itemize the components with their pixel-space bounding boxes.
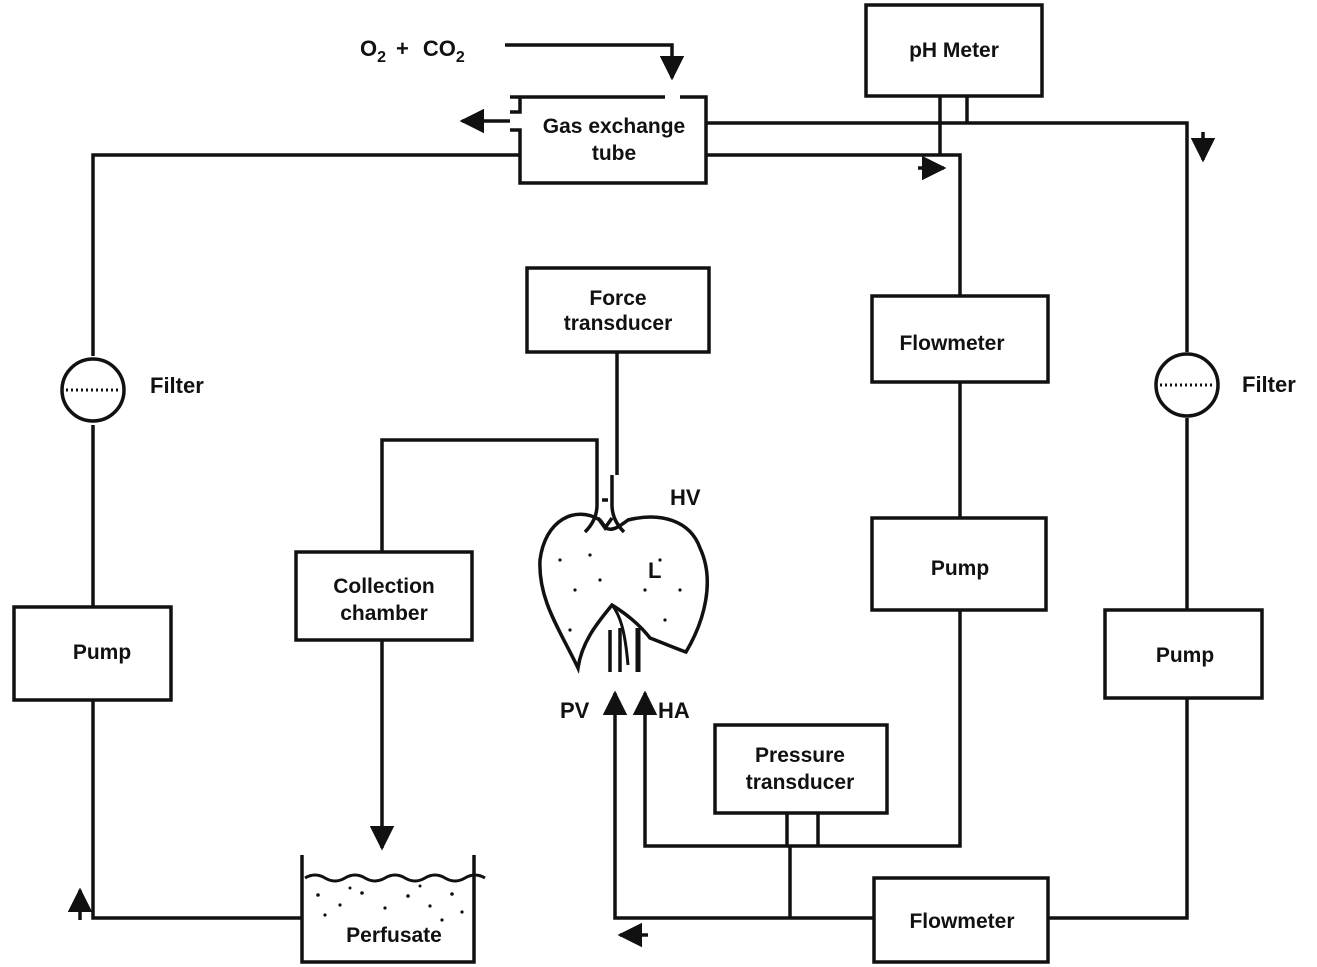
gas-exchange-tube-outline xyxy=(510,95,708,185)
liver-icon xyxy=(538,475,709,675)
ph-meter-box xyxy=(864,3,1044,98)
collection-chamber-box xyxy=(294,550,474,642)
flowmeter-bottom-box xyxy=(872,876,1050,964)
gas-exchange-label-2: tube xyxy=(592,142,636,165)
gas-exchange-label-1: Gas exchange xyxy=(543,115,685,138)
collection-chamber-label-1: Collection xyxy=(333,575,435,598)
left-line-bottom xyxy=(91,700,302,920)
filter-left-label: Filter xyxy=(150,373,204,398)
pv-label: PV xyxy=(560,698,590,723)
pressure-transducer-label-2: transducer xyxy=(746,771,855,794)
perfusate-reservoir xyxy=(300,855,486,964)
pressure-transducer-box xyxy=(713,723,889,815)
filter-left-icon xyxy=(60,357,126,423)
hv-label: HV xyxy=(670,485,701,510)
pump-right-label: Pump xyxy=(1156,644,1214,667)
left-line-top xyxy=(91,153,520,356)
pressure-transducer-label-1: Pressure xyxy=(755,744,845,767)
pv-line xyxy=(602,690,874,920)
force-transducer-label-1: Force xyxy=(589,287,646,310)
collection-chamber-label-2: chamber xyxy=(340,602,428,625)
perfusate-label: Perfusate xyxy=(346,924,442,947)
o2-label: O2+CO2 xyxy=(360,36,465,66)
ha-line xyxy=(632,610,962,848)
pump-center-label: Pump xyxy=(931,557,989,580)
liver-label: L xyxy=(648,558,661,583)
flowmeter-bottom-label: Flowmeter xyxy=(909,910,1014,933)
flowmeter-top-box xyxy=(870,294,1050,384)
tubing-lines xyxy=(67,43,1216,948)
pump-left-label: Pump xyxy=(73,641,131,664)
ph-meter-label: pH Meter xyxy=(909,39,999,62)
pump-right-box xyxy=(1103,608,1264,700)
right-line-bottom xyxy=(1048,698,1189,920)
center-line-top xyxy=(706,153,962,296)
force-transducer-box xyxy=(525,266,711,354)
filter-right-icon xyxy=(1154,352,1220,418)
filter-right-label: Filter xyxy=(1242,372,1296,397)
pump-center-box xyxy=(870,516,1048,612)
gas-inlet-line xyxy=(505,43,685,81)
collection-line-top xyxy=(380,438,599,552)
right-line-top xyxy=(706,121,1189,352)
flowmeter-top-label: Flowmeter xyxy=(899,332,1004,355)
ha-label: HA xyxy=(658,698,690,723)
force-transducer-label-2: transducer xyxy=(564,312,673,335)
pump-left-box xyxy=(12,605,173,702)
boxes xyxy=(12,3,1264,964)
